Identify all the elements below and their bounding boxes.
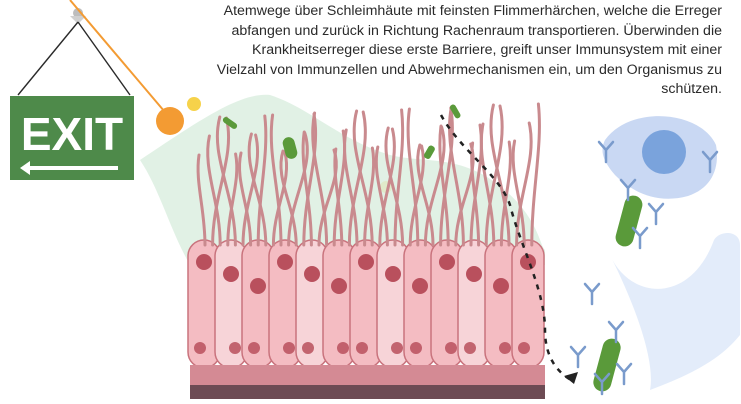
cell-nucleus	[358, 254, 374, 270]
cell-nucleus	[466, 266, 482, 282]
caption-line: abfangen und zurück in Richtung Rachenra…	[130, 22, 722, 42]
cell-nucleus	[250, 278, 266, 294]
cell-nucleus	[283, 342, 295, 354]
antibody	[617, 364, 631, 384]
cell-nucleus	[356, 342, 368, 354]
caption-line: Atemwege über Schleimhäute mit feinsten …	[130, 2, 722, 22]
cell-nucleus	[337, 342, 349, 354]
cell-nucleus	[229, 342, 241, 354]
cell-nucleus	[499, 342, 511, 354]
cell-nucleus	[331, 278, 347, 294]
caption: Atemwege über Schleimhäute mit feinsten …	[130, 2, 722, 100]
immune-cell-icon	[602, 116, 740, 390]
caption-line: Vielzahl von Immunzellen und Abwehrmecha…	[130, 61, 722, 81]
cell-nucleus	[464, 342, 476, 354]
antibody	[633, 228, 647, 248]
cell-nucleus	[385, 266, 401, 282]
cell-nucleus	[391, 342, 403, 354]
antibody	[649, 204, 663, 224]
cell-nucleus	[304, 266, 320, 282]
cilium	[532, 104, 540, 245]
cell-nucleus	[493, 278, 509, 294]
pathogen-orange	[156, 107, 184, 135]
cell-nucleus	[277, 254, 293, 270]
cell-nucleus	[412, 278, 428, 294]
antibody	[585, 284, 599, 304]
cell-nucleus	[196, 254, 212, 270]
exit-sign-label: EXIT	[21, 108, 123, 160]
cell-nucleus	[302, 342, 314, 354]
caption-line: Krankheitserreger diese erste Barriere, …	[130, 41, 722, 61]
caption-line: schützen.	[130, 80, 722, 100]
cell-nucleus	[445, 342, 457, 354]
cell-nucleus	[518, 342, 530, 354]
antibody	[571, 347, 585, 367]
epithelium-cells	[188, 240, 544, 368]
cell-nucleus	[223, 266, 239, 282]
cell-nucleus	[410, 342, 422, 354]
cell-nucleus	[248, 342, 260, 354]
cell-nucleus	[194, 342, 206, 354]
cell-nucleus	[439, 254, 455, 270]
